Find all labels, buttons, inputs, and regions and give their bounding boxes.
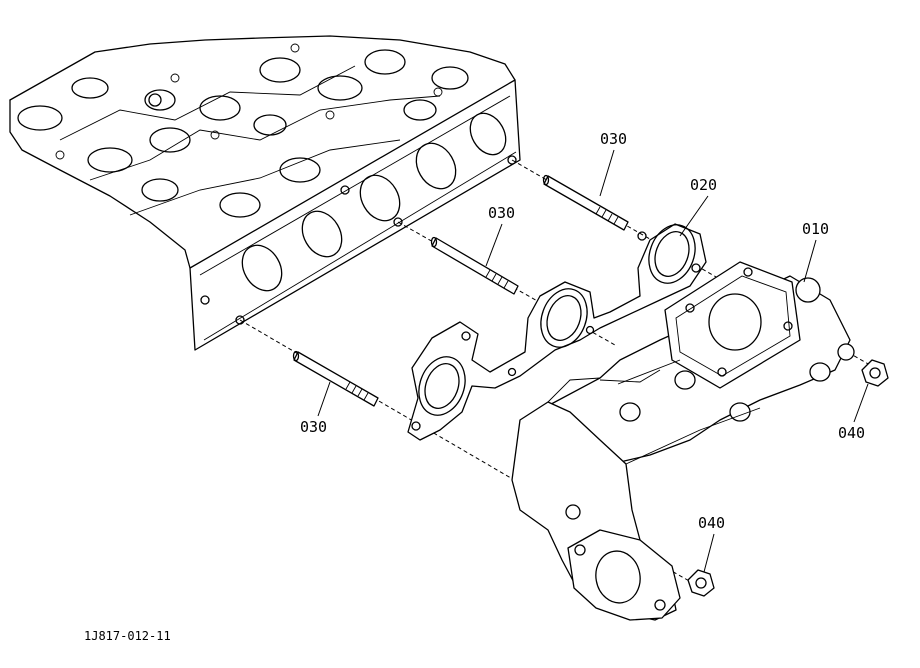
exhaust-gasket-drawing-icon [407, 223, 707, 441]
stud-bolt-mid-drawing-icon [430, 236, 519, 295]
flange-nut-right-drawing-icon [861, 359, 889, 387]
callout-040-bottom: 040 [698, 514, 725, 532]
drawing-code: 1J817-012-11 [84, 629, 171, 643]
exhaust-manifold-drawing-icon [511, 261, 855, 621]
callout-030-bottom: 030 [300, 418, 327, 436]
callout-020: 020 [690, 176, 717, 194]
stud-bolt-bottom-drawing-icon [292, 350, 379, 407]
stud-bolt-top-drawing-icon [542, 174, 629, 231]
leader-lines [317, 149, 869, 573]
callout-010: 010 [802, 220, 829, 238]
callout-040-right: 040 [838, 424, 865, 442]
flange-nut-bottom-drawing-icon [687, 569, 715, 597]
callout-030-mid: 030 [488, 204, 515, 222]
callout-030-top: 030 [600, 130, 627, 148]
cylinder-head-drawing-icon [9, 35, 521, 351]
